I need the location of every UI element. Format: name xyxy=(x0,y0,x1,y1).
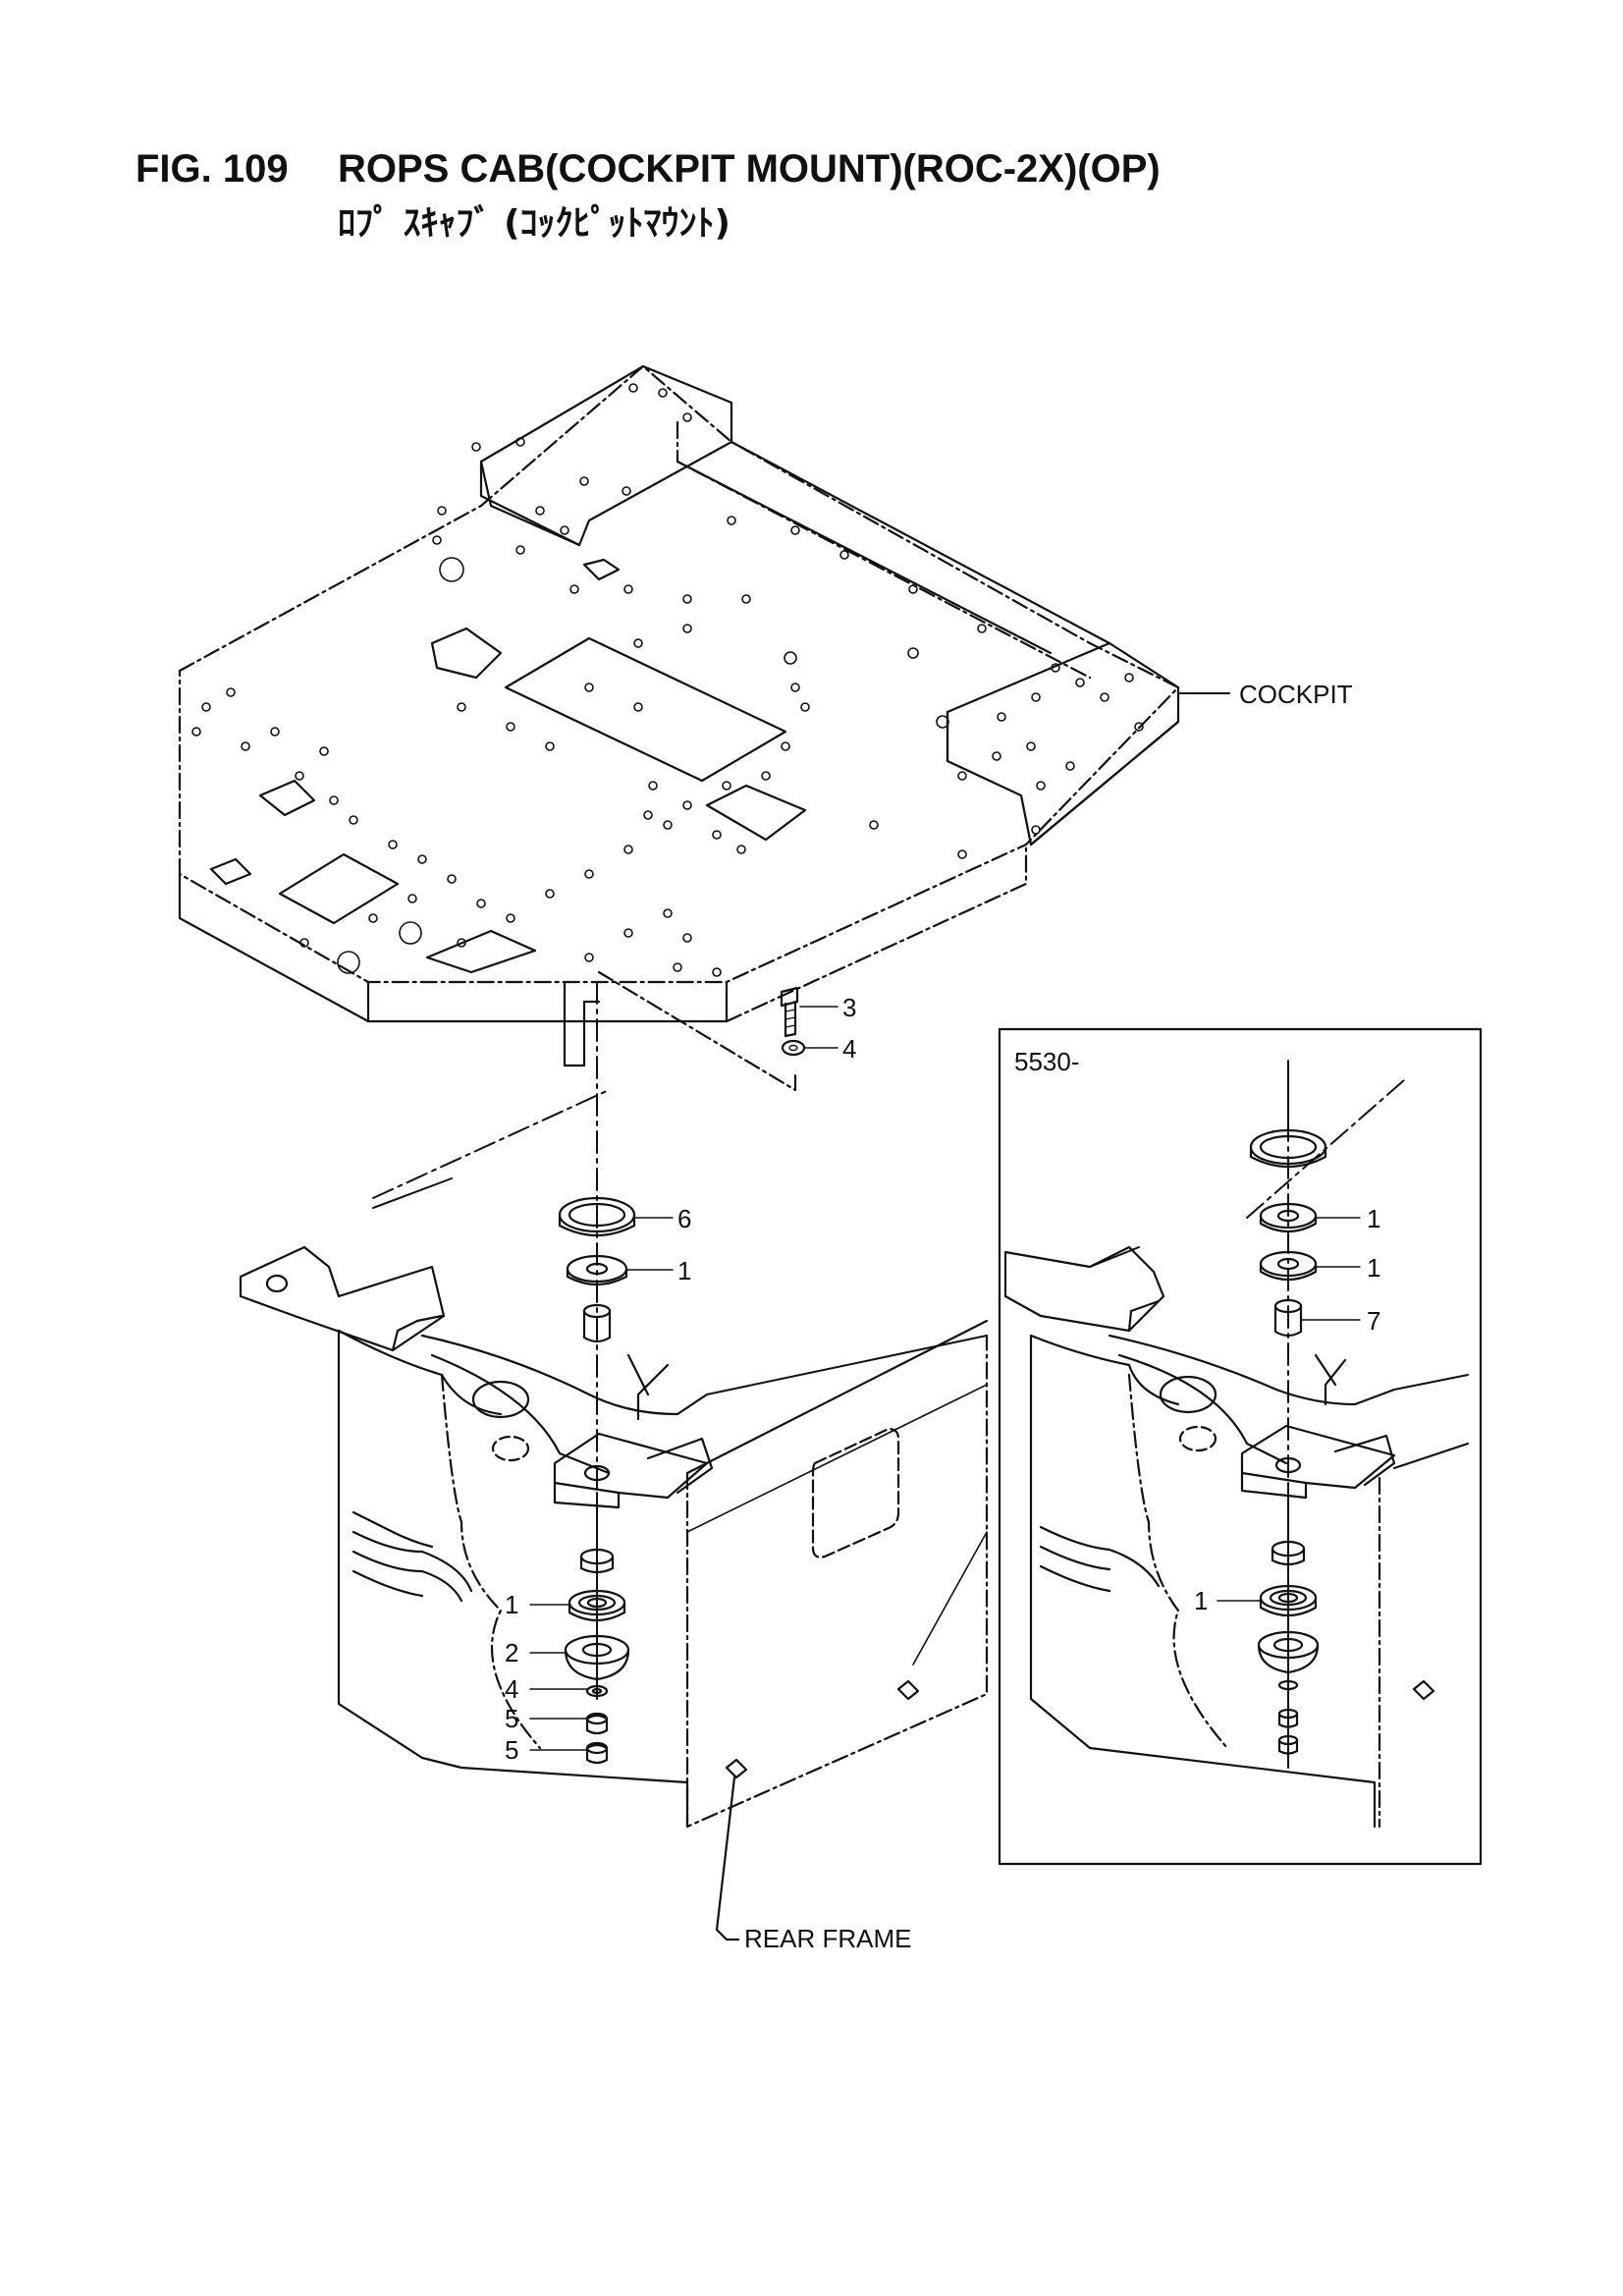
inset-callout-1-b: 1 xyxy=(1367,1253,1380,1283)
washer-part-4 xyxy=(781,1039,806,1057)
figure-subtitle: ﾛﾌﾟ ｽｷｬﾌﾞ (ｺｯｸﾋﾟｯﾄﾏｳﾝﾄ) xyxy=(338,203,730,244)
callout-4-lower: 4 xyxy=(505,1674,518,1704)
bolt-part-3 xyxy=(780,986,799,1038)
callout-leaders-main xyxy=(529,1217,674,1751)
callout-2: 2 xyxy=(505,1638,518,1667)
callout-6: 6 xyxy=(677,1204,691,1233)
inset-serial-label: 5530- xyxy=(1014,1047,1080,1076)
figure-name: ROPS CAB(COCKPIT MOUNT)(ROC-2X)(OP) xyxy=(338,147,1161,191)
callout-4: 4 xyxy=(842,1034,856,1064)
figure-title: FIG. 109 ROPS CAB(COCKPIT MOUNT)(ROC-2X)(… xyxy=(135,147,1161,191)
cockpit-plate xyxy=(178,364,1180,1092)
figure-number: FIG. 109 xyxy=(135,147,289,191)
rear-frame xyxy=(239,1089,989,1941)
callout-5-a: 5 xyxy=(505,1704,518,1733)
inset-rear-frame xyxy=(1003,1060,1470,1829)
inset-callout-1-a: 1 xyxy=(1367,1204,1380,1233)
callout-1-upper: 1 xyxy=(677,1256,691,1285)
cockpit-label: COCKPIT xyxy=(1239,680,1353,709)
inset-callout-7: 7 xyxy=(1367,1306,1380,1336)
parts-stack-inset xyxy=(1249,1128,1327,1755)
rear-frame-label: REAR FRAME xyxy=(744,1924,911,1953)
callout-5-b: 5 xyxy=(505,1735,518,1765)
inset-callout-1-c: 1 xyxy=(1194,1586,1208,1615)
parts-stack-main xyxy=(558,1196,636,1765)
callout-leaders-inset xyxy=(1217,1217,1361,1602)
callout-1-lower: 1 xyxy=(505,1590,518,1619)
callout-3: 3 xyxy=(842,993,856,1022)
inset-box xyxy=(998,1027,1483,1866)
